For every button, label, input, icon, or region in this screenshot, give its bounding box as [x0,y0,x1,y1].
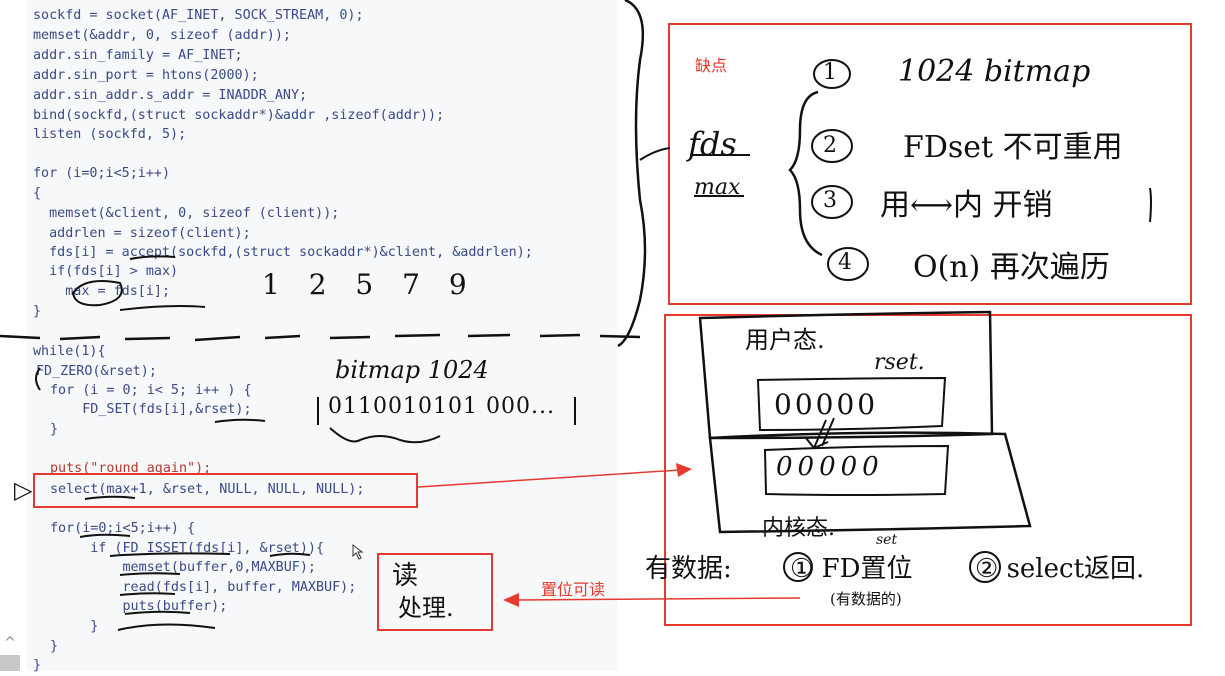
read-arrow-head [503,593,519,607]
code-panel [27,0,617,671]
rset-label: rset. [874,350,925,375]
rset-kernel-bits: 00000 [776,452,884,482]
underline-accept [129,255,176,260]
fd-zero-bracket [35,367,41,391]
data-note-2: ② select返回. [975,554,1145,584]
brace-tip [639,147,671,161]
data-note-1-set: set [876,532,898,548]
cursor-marker: ▷ [14,476,33,504]
code-line: } [50,422,59,437]
code-line: addrlen = sizeof(client); [33,226,251,241]
read-process-box [377,553,493,631]
underline-puts [117,623,216,631]
drawback-circle-1 [813,59,851,89]
drawback-circle-3 [811,185,853,219]
process-note: 处理. [398,594,454,622]
code-line: } [50,639,59,654]
select-arrow-line [417,469,681,488]
code-line: memset(&addr, 0, sizeof (addr)); [33,28,291,43]
code-line: if (FD_ISSET(fds[i], &rset)){ [58,541,325,556]
copy-arrow [805,417,835,450]
code-line: puts(buffer); [58,599,228,614]
underline-max1 [84,495,136,500]
underline-body [119,572,191,615]
underline-for [79,533,131,538]
user-space-region [698,310,994,440]
code-line: addr.sin_addr.s_addr = INADDR_ANY; [33,88,308,103]
fds-values-note: 1 2 5 7 9 [262,268,477,301]
code-line: sockfd = socket(AF_INET, SOCK_STREAM, 0)… [33,8,364,23]
kernel-space-region [708,431,1032,534]
circle-max [71,280,123,307]
code-line: for (i=0;i<5;i++) [33,166,171,181]
arrow-label: 置位可读 [541,580,606,599]
code-line: read(fds[i], buffer, MAXBUF); [58,580,357,595]
kernel-space-label: 内核态. [762,516,835,541]
bitmap-bits-note: 0110010101 000... [328,394,555,419]
code-line: if(fds[i] > max) [33,264,179,279]
select-call-highlight [33,473,418,508]
data-note-sub: (有数据的) [830,590,902,608]
code-line: while(1){ [33,344,106,359]
code-line: listen (sockfd, 5); [33,127,187,142]
underline-fds [119,305,206,311]
code-line: addr.sin_port = htons(2000); [33,68,259,83]
code-line: addr.sin_family = AF_INET; [33,48,243,63]
underline-fdisset [109,552,311,557]
mouse-cursor-icon [352,543,364,560]
code-brace [617,0,647,348]
fds-max-underlines [690,154,750,197]
drawback-text-1: 1024 bitmap [898,54,1091,89]
stroke-detail [1149,187,1152,223]
drawbacks-side-fds: fds [688,125,737,163]
bitmap-label-note: bitmap 1024 [335,356,489,384]
code-line: } [33,304,42,319]
code-line: FD_SET(fds[i],&rset); [50,402,252,417]
scrollbar-thumb[interactable] [0,655,20,671]
scroll-up-button[interactable]: ^ [4,635,16,651]
drawback-num-3: 3 [823,188,837,213]
bitmap-brace [329,427,441,444]
drawback-num-2: 2 [823,133,837,158]
drawback-circle-4 [827,247,869,281]
code-line: puts("round again"); [50,461,212,476]
drawbacks-brace [788,90,823,257]
drawback-circle-2 [811,129,853,163]
underline-rset [214,418,266,423]
code-line: max = fds[i]; [33,284,171,299]
code-line: for (i = 0; i< 5; i++ ) { [50,383,252,398]
code-line: FD_ZERO(&rset); [36,364,157,379]
kernel-diagram-box [664,314,1192,626]
drawback-text-2: FDset 不可重用 [903,130,1123,165]
code-line: memset(&client, 0, sizeof (client)); [33,206,340,221]
select-arrow-head [676,463,692,477]
drawback-num-4: 4 [838,250,852,275]
data-label: 有数据: [645,554,732,584]
data-note-circle-2 [969,551,1001,583]
code-line: } [33,658,42,673]
code-line: } [58,619,99,634]
drawback-text-4: O(n) 再次遍历 [913,250,1110,285]
code-line: for(i=0;i<5;i++) { [50,521,196,536]
user-rset-box [756,376,947,432]
code-line-select: select(max+1, &rset, NULL, NULL, NULL); [50,482,365,497]
dashed-divider [0,333,641,342]
read-note: 读 [392,561,419,591]
drawback-text-3: 用⟷内 开销 [880,188,1053,223]
rset-user-bits: 00000 [774,388,879,421]
code-line: { [33,186,42,201]
read-arrow-line [514,597,801,601]
drawbacks-title: 缺点 [695,56,728,75]
code-line: bind(sockfd,(struct sockaddr*)&addr ,siz… [33,108,445,123]
data-note-circle-1 [783,552,813,582]
kernel-rset-box [763,444,950,496]
drawback-num-1: 1 [823,60,837,85]
code-line: memset(buffer,0,MAXBUF); [58,560,316,575]
drawbacks-box [668,23,1192,305]
bitmap-brackets [317,397,576,425]
user-space-label: 用户态. [745,326,825,354]
